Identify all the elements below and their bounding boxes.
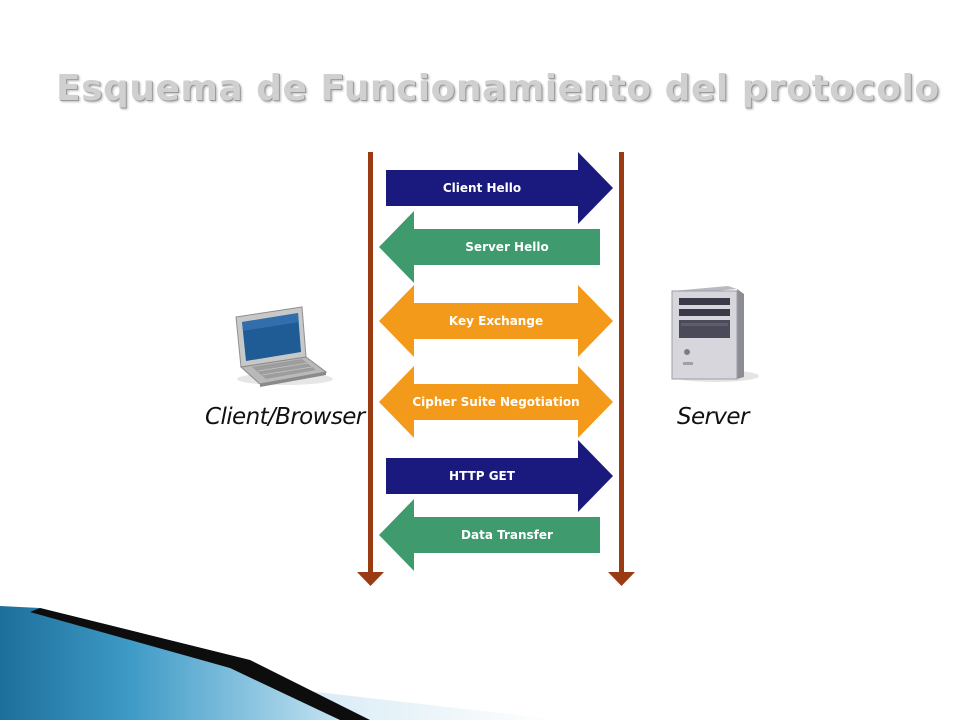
laptop-icon — [235, 306, 333, 387]
server-label: Server — [677, 404, 751, 430]
arrow-label-http-get: HTTP GET — [449, 469, 516, 483]
client-browser-label: Client/Browser — [205, 404, 367, 430]
arrow-label-key-exchange: Key Exchange — [449, 314, 543, 328]
slide-title: Esquema de Funcionamiento del protocolo — [56, 68, 940, 109]
arrow-label-server-hello: Server Hello — [465, 240, 548, 254]
server-tower-icon — [671, 286, 759, 382]
arrow-client-hello — [386, 152, 613, 224]
client-lifeline — [357, 152, 384, 586]
arrow-label-cipher-suite-negotiation: Cipher Suite Negotiation — [412, 395, 579, 409]
server-lifeline — [608, 152, 635, 586]
arrow-server-hello — [379, 211, 600, 283]
arrow-key-exchange — [379, 285, 613, 357]
arrow-data-transfer — [379, 499, 600, 571]
arrow-label-client-hello: Client Hello — [443, 181, 521, 195]
arrow-cipher-suite-negotiation — [379, 366, 613, 438]
arrow-label-data-transfer: Data Transfer — [461, 528, 553, 542]
arrow-http-get — [386, 440, 613, 512]
